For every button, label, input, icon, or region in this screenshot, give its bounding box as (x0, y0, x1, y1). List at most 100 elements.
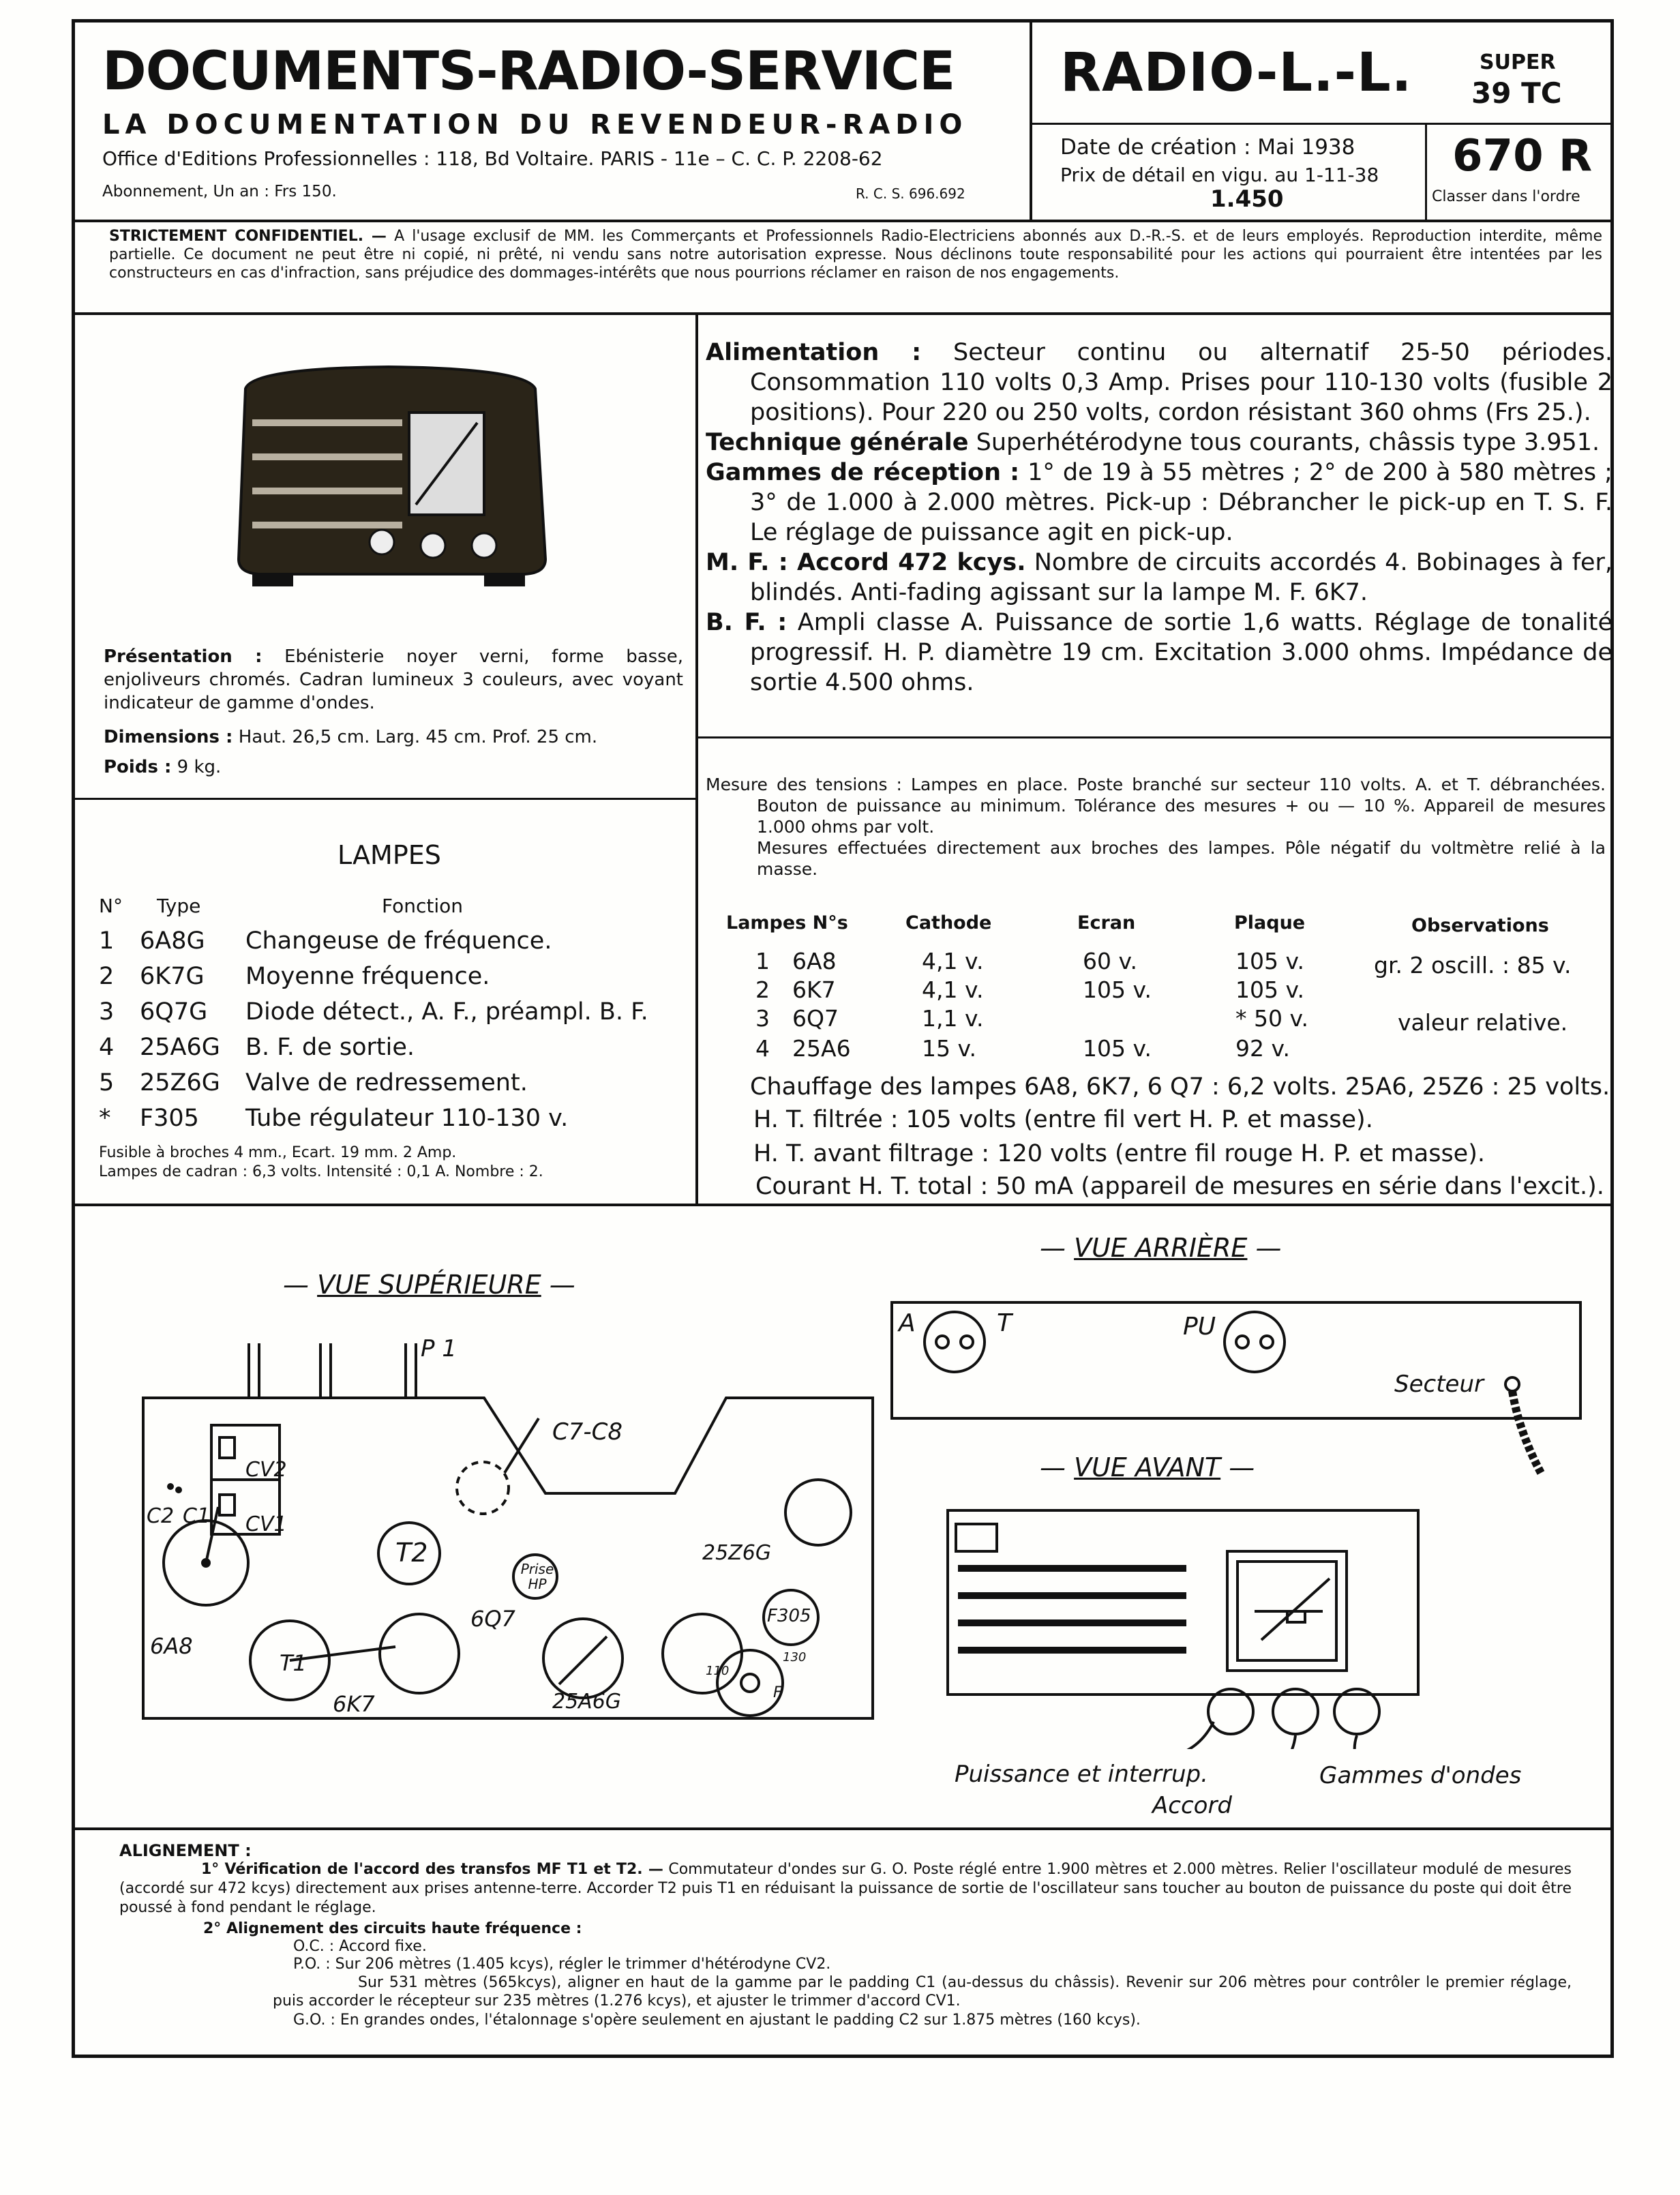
mesures-cell: 3 (755, 1005, 770, 1032)
label-cv1: CV1 (245, 1512, 287, 1536)
lampes-cell: B. F. de sortie. (245, 1034, 415, 1061)
mesures-h-cathode: Cathode (905, 912, 992, 934)
label-secteur: Secteur (1394, 1371, 1484, 1398)
lampes-cell: 6K7G (140, 963, 205, 990)
doc-number: 670 R (1452, 131, 1593, 181)
spec-alimentation-text: Secteur continu ou alternatif 25-50 péri… (750, 339, 1612, 426)
label-110: 110 (706, 1664, 730, 1678)
mesures-cell: 25A6 (792, 1035, 851, 1062)
mesures-cell: 60 v. (1083, 948, 1137, 974)
mesures-intro: Mesure des tensions : Lampes en place. P… (706, 774, 1606, 837)
mesures-cell: 92 v. (1235, 1035, 1290, 1062)
spec-mf: M. F. : Accord 472 kcys. Nombre de circu… (706, 548, 1612, 608)
dimensions-label: Dimensions : (104, 727, 233, 747)
mesures-line-0: Chauffage des lampes 6A8, 6K7, 6 Q7 : 6,… (750, 1073, 1610, 1101)
label-f305: F305 (767, 1606, 811, 1626)
model-top: SUPER (1480, 50, 1556, 74)
lampes-cell: Valve de redressement. (245, 1069, 528, 1096)
label-t2: T2 (395, 1538, 428, 1568)
mesures-cell: valeur relative. (1398, 1009, 1568, 1036)
label-t: T (997, 1309, 1012, 1337)
mesures-h-lampes: Lampes N°s (726, 912, 848, 934)
label-25z6: 25Z6G (702, 1541, 772, 1565)
alignment-step2-label: 2° Alignement des circuits haute fréquen… (203, 1920, 582, 1937)
specs-block: Alimentation : Secteur continu ou altern… (706, 338, 1612, 698)
alignment-top-rule (72, 1827, 1614, 1830)
mesures-cell: 105 v. (1083, 1035, 1152, 1062)
header-rcs: R. C. S. 696.692 (856, 185, 965, 202)
vue-arriere-title: — VUE ARRIÈRE — (1040, 1233, 1282, 1263)
alignment-title: ALIGNEMENT : (119, 1841, 252, 1860)
label-pu: PU (1183, 1313, 1216, 1341)
vue-avant-label: VUE AVANT (1074, 1452, 1221, 1482)
spec-gammes: Gammes de réception : 1° de 19 à 55 mètr… (706, 458, 1612, 548)
model-bottom: 39 TC (1471, 76, 1562, 110)
top-view-diagram (142, 1343, 874, 1720)
label-25a6: 25A6G (552, 1690, 622, 1714)
presentation-label: Présentation : (104, 646, 262, 667)
lampes-cell: F305 (140, 1105, 199, 1132)
mesures-cell: 15 v. (922, 1035, 976, 1062)
lampes-cell: 1 (99, 927, 115, 955)
spec-technique-text: Superhétérodyne tous courants, châssis t… (976, 429, 1600, 456)
mesures-cell: 6K7 (792, 976, 836, 1003)
vue-superieure-label: VUE SUPÉRIEURE (317, 1270, 541, 1300)
mesures-cell: 4,1 v. (922, 948, 984, 974)
dimensions-text: Haut. 26,5 cm. Larg. 45 cm. Prof. 25 cm. (238, 727, 598, 747)
lampes-cell: Moyenne fréquence. (245, 963, 490, 990)
classer-text: Classer dans l'ordre (1432, 188, 1580, 205)
label-p1: P 1 (421, 1335, 457, 1362)
confidential-text: A l'usage exclusif de MM. les Commerçant… (109, 228, 1602, 282)
spec-alimentation: Alimentation : Secteur continu ou altern… (706, 338, 1612, 428)
spec-alimentation-label: Alimentation : (706, 339, 922, 366)
label-cv2: CV2 (245, 1458, 287, 1482)
label-130: 130 (783, 1650, 807, 1664)
spec-technique: Technique générale Superhétérodyne tous … (706, 428, 1612, 458)
price-value: 1.450 (1210, 185, 1284, 213)
label-gammes: Gammes d'ondes (1319, 1762, 1522, 1789)
lampes-header-type: Type (157, 895, 201, 917)
alignment-step1-label: 1° Vérification de l'accord des transfos… (201, 1861, 663, 1878)
spec-mf-label: M. F. : Accord 472 kcys. (706, 549, 1026, 576)
presentation-rule (72, 798, 697, 800)
label-c2: C2 (147, 1504, 175, 1528)
mesures-cell: 105 v. (1235, 976, 1304, 1003)
label-accord: Accord (1152, 1792, 1233, 1819)
vue-arriere-label: VUE ARRIÈRE (1074, 1233, 1248, 1263)
lampes-cell: 3 (99, 998, 115, 1026)
spec-technique-label: Technique générale (706, 429, 969, 456)
header-subscription: Abonnement, Un an : Frs 150. (102, 183, 337, 200)
label-6k7: 6K7 (333, 1691, 375, 1717)
alignment-po2: Sur 531 mètres (565kcys), aligner en hau… (273, 1974, 1572, 2010)
mesures-cell: 4 (755, 1035, 770, 1062)
weight-line: Poids : 9 kg. (104, 757, 221, 777)
mesures-text: Lampes en place. Poste branché sur secte… (757, 775, 1606, 837)
spec-mf-text: Nombre de circuits accordés 4. Bobinages… (750, 549, 1612, 606)
label-f: F (773, 1684, 782, 1701)
mesures-text2: Mesures effectuées directement aux broch… (757, 838, 1606, 879)
price-label: Prix de détail en vigu. au 1-11-38 (1060, 164, 1379, 186)
mid-rule (72, 1204, 1614, 1206)
label-a: A (899, 1309, 916, 1337)
header-subtitle: LA DOCUMENTATION DU REVENDEUR-RADIO (102, 109, 968, 140)
creation-date: Date de création : Mai 1938 (1060, 135, 1355, 160)
mesures-cell: 1,1 v. (922, 1005, 984, 1032)
mesures-cell: 4,1 v. (922, 976, 984, 1003)
mesures-h-plaque: Plaque (1234, 912, 1306, 934)
lampes-cell: 4 (99, 1034, 115, 1061)
lampes-cell: 25Z6G (140, 1069, 220, 1096)
lampes-cell: Changeuse de fréquence. (245, 927, 552, 955)
alignment-oc: O.C. : Accord fixe. (293, 1938, 427, 1955)
confidential-block: STRICTEMENT CONFIDENTIEL. — A l'usage ex… (109, 227, 1602, 282)
confidential-title: STRICTEMENT CONFIDENTIEL. — (109, 228, 387, 245)
lampes-note-cadran: Lampes de cadran : 6,3 volts. Intensité … (99, 1163, 543, 1180)
weight-label: Poids : (104, 757, 172, 777)
header-office: Office d'Editions Professionnelles : 118… (102, 147, 883, 170)
page-frame (72, 19, 1614, 2058)
specs-rule (697, 736, 1614, 738)
mesures-cell: 1 (755, 948, 770, 974)
spec-gammes-label: Gammes de réception : (706, 459, 1020, 486)
mesures-line-1: H. T. filtrée : 105 volts (entre fil ver… (753, 1106, 1373, 1133)
lampes-cell: 6A8G (140, 927, 205, 955)
alignment-po1: P.O. : Sur 206 mètres (1.405 kcys), régl… (293, 1956, 831, 1973)
